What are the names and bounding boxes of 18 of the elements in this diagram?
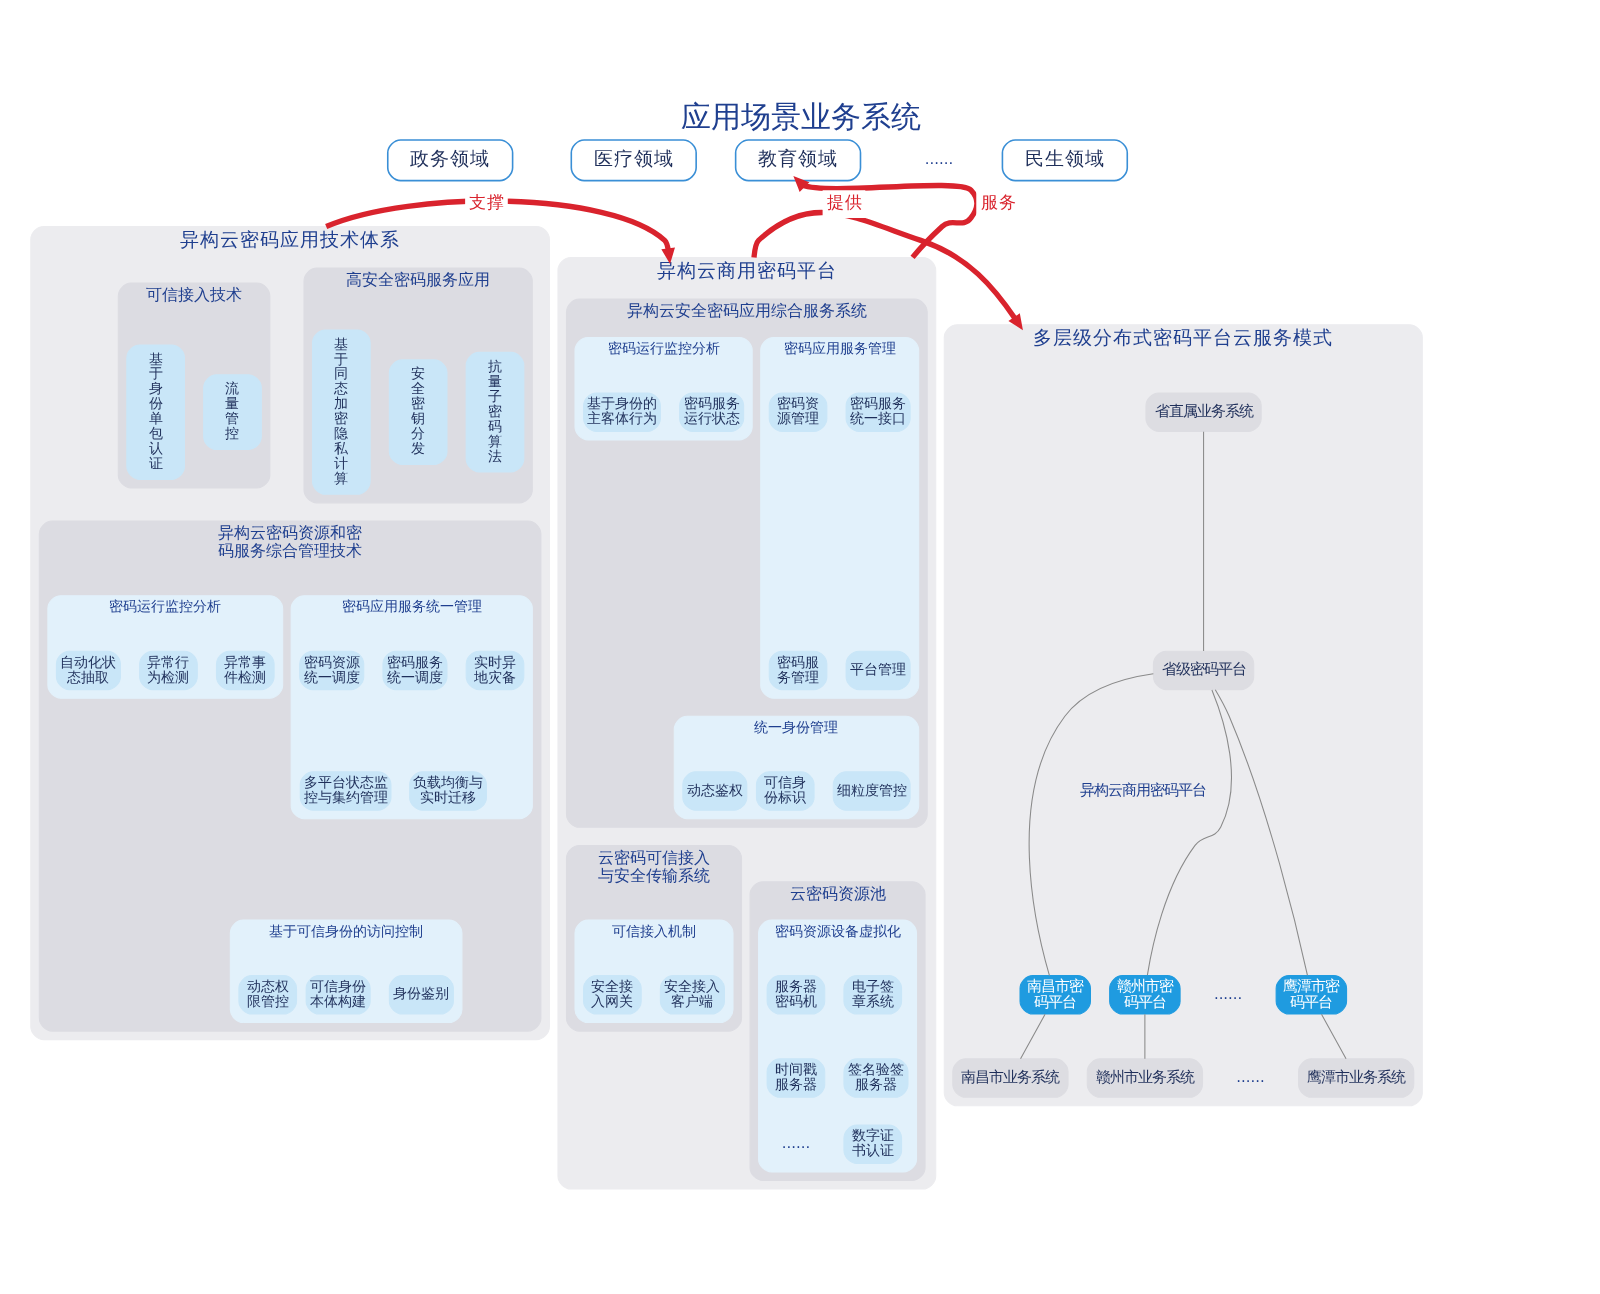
edge-label: 支撑 [468, 193, 505, 214]
connector [1213, 688, 1307, 975]
arrow [792, 174, 979, 259]
connector [1202, 430, 1204, 651]
node-box: 民生领域 [1000, 138, 1128, 181]
diagram-title: 应用场景业务系统 [680, 97, 920, 134]
node-box: 政务领域 [385, 138, 513, 181]
connector [1320, 1012, 1346, 1059]
connector [1027, 672, 1153, 976]
edge-label: 提供 [825, 193, 862, 214]
connector [1145, 688, 1231, 975]
arrow [750, 208, 1022, 330]
arrow [324, 197, 674, 264]
node-box: 医疗领域 [569, 138, 696, 181]
connector [1143, 1012, 1145, 1059]
edge-label: 服务 [979, 193, 1016, 214]
connector [1019, 1012, 1045, 1059]
node-box: 教育领域 [733, 138, 861, 181]
